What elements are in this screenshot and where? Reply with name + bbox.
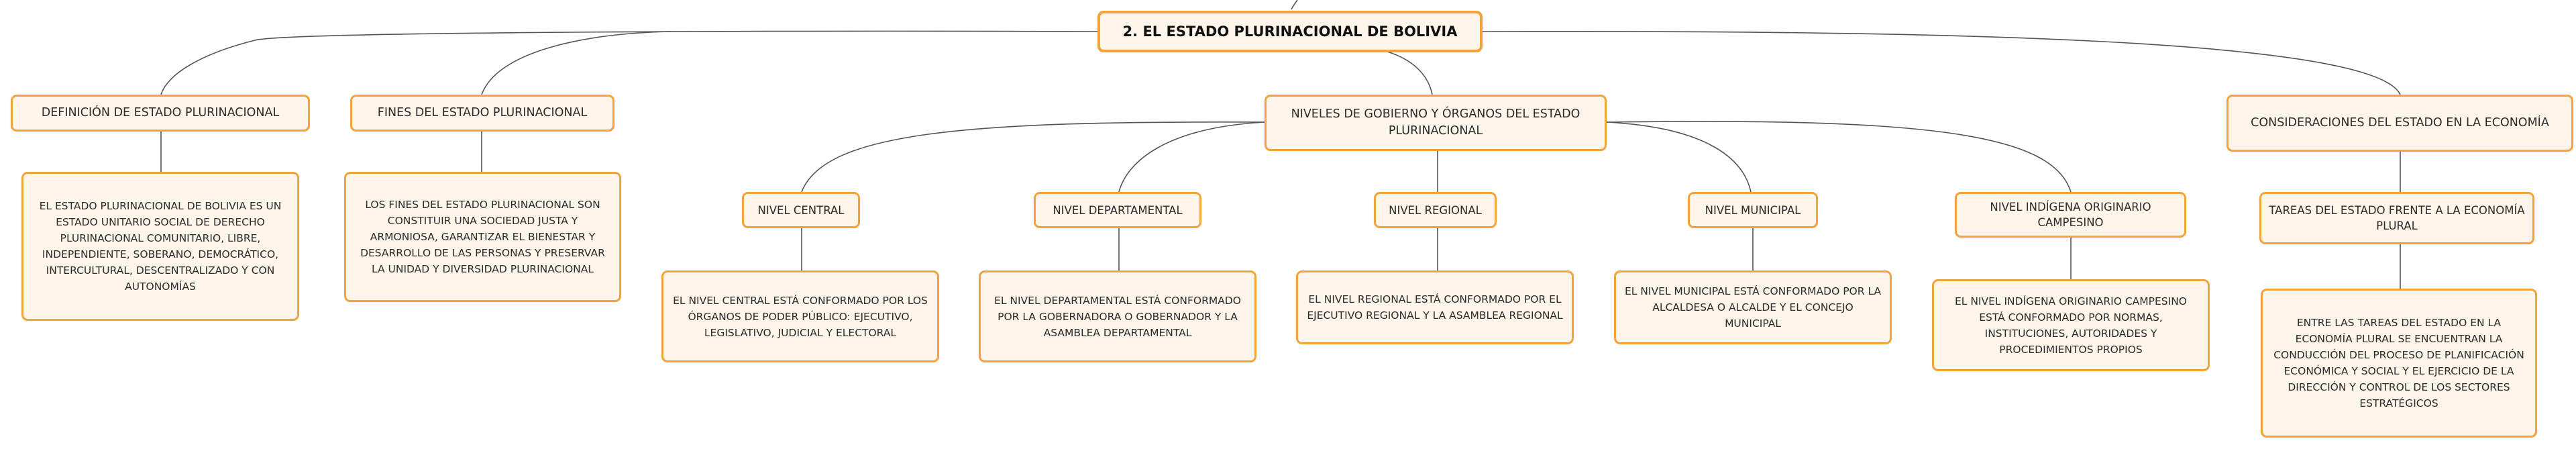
nivel-central-node: NIVEL CENTRAL xyxy=(742,192,860,228)
fines-text-node: LOS FINES DEL ESTADO PLURINACIONAL SON C… xyxy=(344,172,621,302)
nivel-regional-text-node: EL NIVEL REGIONAL ESTÁ CONFORMADO POR EL… xyxy=(1296,270,1574,344)
nivel-indigena-text-node: EL NIVEL INDÍGENA ORIGINARIO CAMPESINO E… xyxy=(1932,279,2210,371)
nivel-municipal-text-node: EL NIVEL MUNICIPAL ESTÁ CONFORMADO POR L… xyxy=(1614,270,1892,344)
nivel-indigena-label: NIVEL INDÍGENA ORIGINARIO CAMPESINO xyxy=(1990,201,2151,229)
niveles-node: NIVELES DE GOBIERNO Y ÓRGANOS DEL ESTADO… xyxy=(1265,95,1607,151)
nivel-municipal-label: NIVEL MUNICIPAL xyxy=(1705,203,1801,217)
nivel-regional-label: NIVEL REGIONAL xyxy=(1389,203,1482,217)
nivel-municipal-text: EL NIVEL MUNICIPAL ESTÁ CONFORMADO POR L… xyxy=(1624,285,1882,330)
economia-label: CONSIDERACIONES DEL ESTADO EN LA ECONOMÍ… xyxy=(2251,116,2549,130)
niveles-label: NIVELES DE GOBIERNO Y ÓRGANOS DEL ESTADO… xyxy=(1291,107,1580,138)
definicion-node: DEFINICIÓN DE ESTADO PLURINACIONAL xyxy=(11,95,310,132)
fines-node: FINES DEL ESTADO PLURINACIONAL xyxy=(350,95,614,132)
nivel-municipal-node: NIVEL MUNICIPAL xyxy=(1688,192,1818,228)
economia-node: CONSIDERACIONES DEL ESTADO EN LA ECONOMÍ… xyxy=(2226,95,2573,152)
nivel-departamental-label: NIVEL DEPARTAMENTAL xyxy=(1053,203,1183,217)
nivel-indigena-text: EL NIVEL INDÍGENA ORIGINARIO CAMPESINO E… xyxy=(1954,295,2188,356)
nivel-central-text-node: EL NIVEL CENTRAL ESTÁ CONFORMADO POR LOS… xyxy=(661,270,939,362)
tareas-text-node: ENTRE LAS TAREAS DEL ESTADO EN LA ECONOM… xyxy=(2261,289,2537,438)
tareas-node: TAREAS DEL ESTADO FRENTE A LA ECONOMÍA P… xyxy=(2259,192,2534,244)
nivel-indigena-node: NIVEL INDÍGENA ORIGINARIO CAMPESINO xyxy=(1955,192,2186,238)
definicion-text-node: EL ESTADO PLURINACIONAL DE BOLIVIA ES UN… xyxy=(21,172,299,321)
nivel-departamental-text-node: EL NIVEL DEPARTAMENTAL ESTÁ CONFORMADO P… xyxy=(979,270,1256,362)
root-node: 2. EL ESTADO PLURINACIONAL DE BOLIVIA xyxy=(1097,11,1483,52)
nivel-regional-node: NIVEL REGIONAL xyxy=(1374,192,1497,228)
tareas-text: ENTRE LAS TAREAS DEL ESTADO EN LA ECONOM… xyxy=(2273,317,2524,409)
nivel-departamental-node: NIVEL DEPARTAMENTAL xyxy=(1034,192,1201,228)
nivel-departamental-text: EL NIVEL DEPARTAMENTAL ESTÁ CONFORMADO P… xyxy=(994,294,1241,339)
nivel-regional-text: EL NIVEL REGIONAL ESTÁ CONFORMADO POR EL… xyxy=(1307,293,1563,321)
fines-text: LOS FINES DEL ESTADO PLURINACIONAL SON C… xyxy=(360,199,605,275)
nivel-central-text: EL NIVEL CENTRAL ESTÁ CONFORMADO POR LOS… xyxy=(673,294,928,339)
fines-label: FINES DEL ESTADO PLURINACIONAL xyxy=(377,106,588,119)
nivel-central-label: NIVEL CENTRAL xyxy=(757,203,845,217)
definicion-label: DEFINICIÓN DE ESTADO PLURINACIONAL xyxy=(41,106,280,119)
root-label: 2. EL ESTADO PLURINACIONAL DE BOLIVIA xyxy=(1122,23,1458,40)
tareas-label: TAREAS DEL ESTADO FRENTE A LA ECONOMÍA P… xyxy=(2269,204,2525,232)
definicion-text: EL ESTADO PLURINACIONAL DE BOLIVIA ES UN… xyxy=(39,200,282,293)
